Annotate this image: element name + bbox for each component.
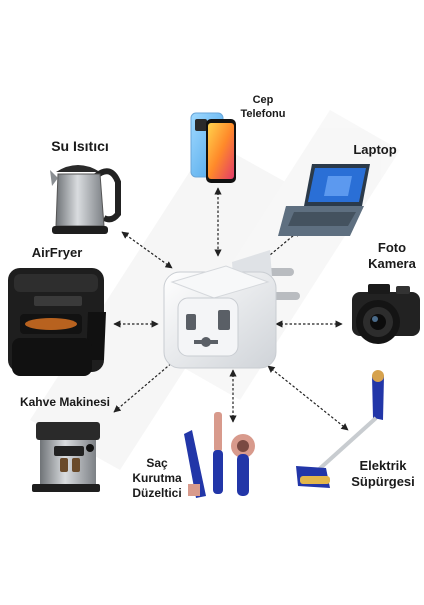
label-hair-line-3: Düzeltici	[132, 486, 182, 500]
label-vacuum-line-2: Süpürgesi	[351, 474, 415, 490]
label-phone-line-1: Cep	[252, 94, 274, 106]
label-coffee: Kahve Makinesi	[10, 395, 120, 410]
coffee-machine-icon	[32, 422, 100, 492]
label-airfryer-line-1: AirFryer	[31, 245, 83, 260]
camera-icon	[352, 284, 420, 344]
connection-arrows	[113, 187, 349, 431]
arrow-kettle	[121, 231, 173, 269]
vacuum-cleaner-icon	[296, 370, 384, 488]
label-camera: Foto Kamera	[362, 240, 422, 273]
hair-dryer-straightener-icon	[184, 412, 255, 498]
label-hair-line-1: Saç	[146, 456, 168, 470]
universal-adapter-plug-icon	[163, 250, 300, 369]
smartphone-icon	[190, 112, 236, 183]
label-phone-line-2: Telefonu	[240, 107, 286, 120]
air-fryer-icon	[8, 268, 106, 376]
label-hair: Saç Kurutma Düzeltici	[128, 456, 186, 501]
label-hair-line-2: Kurutma	[132, 471, 182, 485]
label-camera-line-1: Foto	[377, 240, 407, 255]
label-camera-line-2: Kamera	[368, 256, 416, 272]
label-kettle-line-1: Su Isıtıcı	[51, 138, 109, 154]
label-kettle: Su Isıtıcı	[30, 138, 130, 156]
label-vacuum-line-1: Elektrik	[359, 458, 407, 473]
arrow-coffee	[113, 355, 181, 413]
laptop-icon	[278, 164, 370, 236]
label-airfryer: AirFryer	[22, 245, 92, 261]
label-vacuum: Elektrik Süpürgesi	[346, 458, 420, 491]
label-coffee-line-1: Kahve Makinesi	[19, 395, 111, 409]
label-laptop: Laptop	[340, 142, 410, 158]
label-laptop-line-1: Laptop	[353, 142, 397, 157]
kettle-icon	[50, 165, 121, 234]
arrow-vacuum	[267, 365, 349, 431]
label-phone: Cep Telefonu	[232, 94, 294, 122]
